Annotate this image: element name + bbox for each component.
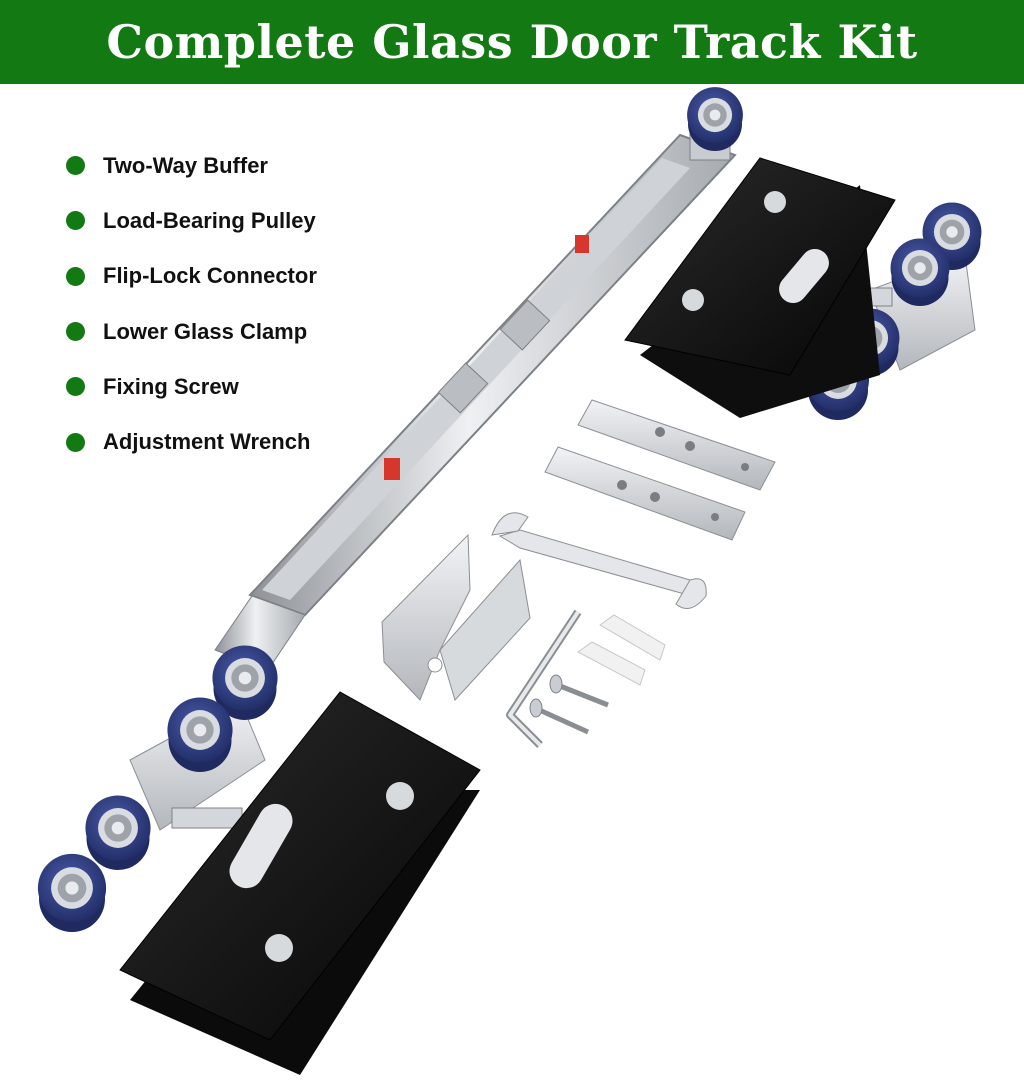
screw-icon — [529, 698, 590, 735]
stopper-icon — [575, 235, 589, 253]
feature-label: Two-Way Buffer — [103, 152, 268, 178]
feature-list: Two-Way Buffer Load-Bearing Pulley Flip-… — [66, 138, 317, 470]
feature-item: Flip-Lock Connector — [66, 249, 317, 304]
feature-item: Fixing Screw — [66, 359, 317, 414]
bullet-icon — [66, 377, 85, 397]
product-illustration — [37, 87, 982, 1075]
bullet-icon — [66, 211, 85, 231]
feature-item: Two-Way Buffer — [66, 138, 317, 193]
roller-pulley-icon — [37, 645, 278, 932]
buffer-rail-icon — [214, 133, 737, 671]
bullet-icon — [66, 156, 85, 176]
hex-key-icon — [506, 609, 582, 748]
wall-anchor-icon — [577, 614, 666, 686]
screw-icon — [549, 674, 609, 708]
roller-pulley-icon — [687, 87, 743, 161]
bullet-icon — [66, 432, 85, 452]
connector-plate-icon — [577, 399, 776, 491]
glass-clamp-icon — [119, 691, 481, 1075]
feature-item: Adjustment Wrench — [66, 414, 317, 469]
bullet-icon — [66, 266, 85, 286]
stopper-icon — [384, 458, 400, 480]
glass-clamp-icon — [624, 157, 896, 418]
title-banner: Complete Glass Door Track Kit — [0, 0, 1024, 84]
feature-label: Fixing Screw — [103, 373, 239, 399]
feature-label: Flip-Lock Connector — [103, 263, 317, 289]
bullet-icon — [66, 322, 85, 342]
connector-plate-icon — [544, 446, 746, 541]
floor-guide-icon — [381, 533, 531, 701]
wrench-icon — [491, 512, 707, 609]
feature-label: Adjustment Wrench — [103, 429, 311, 455]
feature-item: Lower Glass Clamp — [66, 304, 317, 359]
page-title: Complete Glass Door Track Kit — [106, 15, 918, 69]
feature-item: Load-Bearing Pulley — [66, 193, 317, 248]
feature-label: Load-Bearing Pulley — [103, 207, 316, 233]
feature-label: Lower Glass Clamp — [103, 318, 308, 344]
